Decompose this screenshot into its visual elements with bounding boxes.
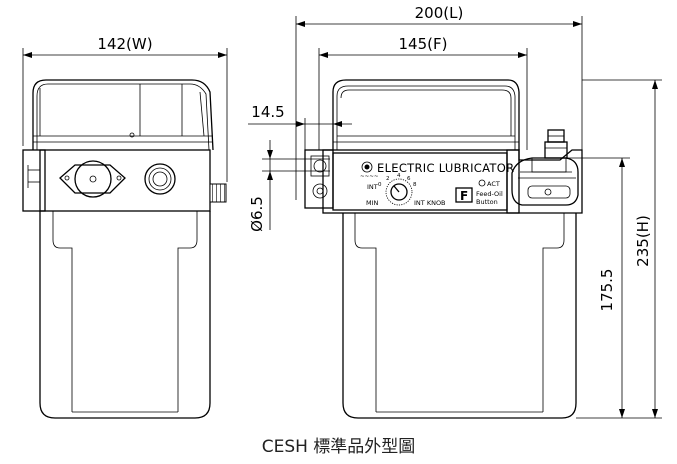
logo-icon: [361, 161, 373, 173]
side-view: [304, 79, 583, 419]
dim-offset: 14.5: [251, 103, 284, 121]
act-indicator-icon: [478, 179, 486, 187]
feed-oil-button[interactable]: F: [455, 187, 473, 203]
dim-body-height: 175.5: [598, 269, 616, 312]
svg-text:F: F: [460, 189, 468, 203]
dimension-labels: 142(W) 200(L) 145(F) 14.5 Ø6.5 235(H) 17…: [97, 4, 652, 311]
min-label: MIN: [366, 199, 379, 207]
svg-text:6: 6: [407, 176, 411, 182]
front-view: [22, 79, 227, 419]
panel-title: ELECTRIC LUBRICATOR: [377, 161, 514, 175]
dim-height: 235(H): [634, 215, 652, 267]
svg-text:8: 8: [413, 182, 417, 188]
control-panel: ELECTRIC LUBRICATOR ~~~~ INT MIN INT KNO…: [360, 161, 514, 207]
feed-label-line2: Button: [476, 198, 498, 206]
drawing-caption: CESH 標準品外型圖: [261, 437, 416, 457]
int-knob[interactable]: 0 2 4 6 8: [378, 173, 417, 206]
act-label: ACT: [487, 180, 500, 188]
int-label: INT: [367, 183, 378, 191]
dim-flange: 145(F): [399, 35, 448, 53]
feed-label-line1: Feed-Oil: [476, 190, 503, 198]
int-knob-label: INT KNOB: [414, 199, 446, 207]
svg-text:4: 4: [397, 173, 401, 179]
svg-text:~~~~: ~~~~: [360, 174, 379, 180]
dimension-lines: [22, 16, 662, 419]
dim-width: 142(W): [97, 35, 152, 53]
dim-length: 200(L): [415, 4, 464, 22]
svg-text:2: 2: [386, 176, 390, 182]
svg-text:0: 0: [378, 182, 382, 188]
dim-hole: Ø6.5: [248, 196, 266, 232]
